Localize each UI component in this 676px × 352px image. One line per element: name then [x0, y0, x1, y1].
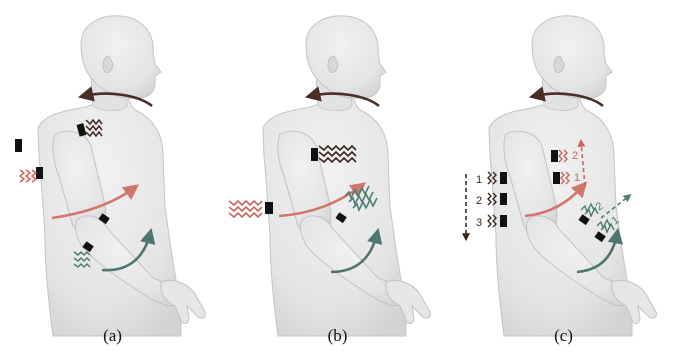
actuator-pad-icon: [553, 172, 560, 184]
back-label: 2: [476, 195, 482, 207]
upper-label: 2: [572, 150, 578, 162]
body-figure: [489, 16, 656, 336]
body-figure: [263, 16, 430, 336]
back-label: 3: [476, 217, 482, 229]
body-figure: [38, 16, 205, 336]
actuator-pad-icon: [500, 215, 507, 227]
panel-a: (a): [0, 0, 225, 352]
actuator-pad-icon: [500, 193, 507, 205]
back-label: 1: [476, 174, 482, 186]
actuator-pad-icon: [265, 202, 273, 214]
panel-a-illustration: [0, 0, 225, 352]
actuator-pad-icon: [500, 172, 507, 184]
actuator-pad-icon: [551, 150, 558, 162]
actuator-pad-icon: [15, 139, 22, 152]
panel-a-caption: (a): [0, 326, 225, 346]
panel-c: 2 1 1 2 3: [451, 0, 676, 352]
panel-b-caption: (b): [225, 326, 450, 346]
panel-c-caption: (c): [451, 326, 676, 346]
vibration-zigzag-icon: [20, 170, 36, 182]
panel-b-illustration: [225, 0, 450, 352]
panel-b: (b): [225, 0, 450, 352]
actuator-pad-icon: [311, 148, 318, 161]
upper-label: 1: [574, 172, 580, 184]
vibration-zigzag-icon: [229, 201, 262, 217]
panel-c-illustration: 2 1 1 2 3: [451, 0, 676, 352]
